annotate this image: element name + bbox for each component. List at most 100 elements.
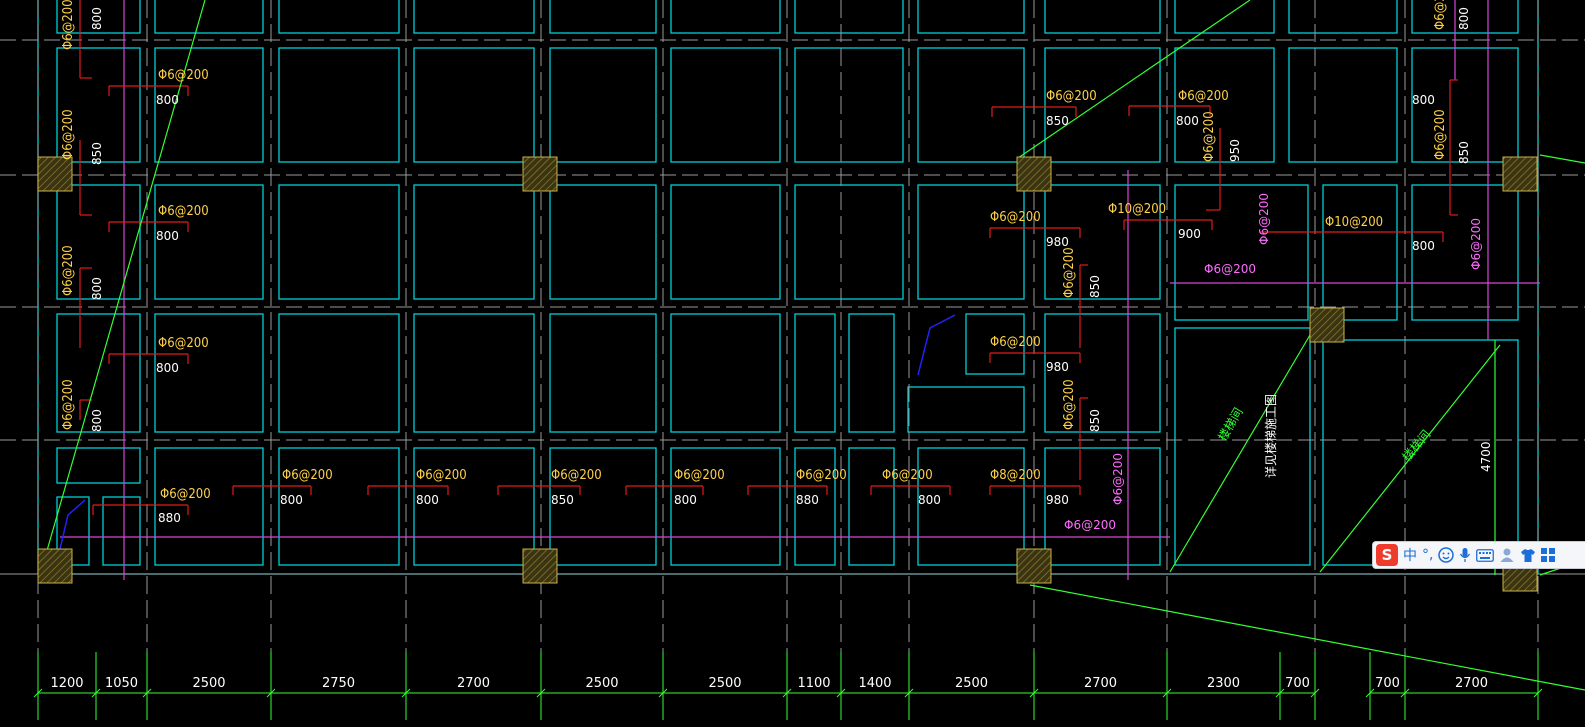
dimension-value: 2700 [1455, 676, 1488, 691]
rebar-label-magenta: Φ6@200 [1111, 453, 1125, 505]
room-outline [670, 184, 781, 300]
room-outline [848, 313, 895, 433]
room-outline [56, 447, 141, 484]
room-outline [56, 313, 141, 433]
room-outline [965, 313, 1025, 375]
language-toggle-button[interactable]: 中 [1403, 548, 1417, 564]
length-label: 800 [918, 493, 941, 507]
rebar-labels-yellow: Φ6@200 Φ6@200 Φ6@200 Φ6@200 Φ6@200 Φ6@20… [61, 0, 1448, 502]
rebar-labels-magenta: Φ6@200 Φ6@200 Φ6@200 Φ6@200 Φ6@200 [1064, 193, 1483, 532]
length-label: 800 [1412, 93, 1435, 107]
room-outline [56, 0, 141, 34]
dimension-value: 2300 [1207, 676, 1240, 691]
hatched-column [1309, 307, 1345, 343]
length-labels: 800 800 800 880 800 800 850 800 880 800 … [90, 7, 1493, 525]
room-outlines [37, 0, 1539, 575]
dimension-chain [33, 652, 1543, 720]
room-outline [794, 0, 904, 34]
room-outline [154, 0, 264, 34]
dimension-tick-mark [1400, 688, 1410, 698]
dimension-value: 2500 [585, 676, 618, 691]
length-label: 800 [90, 277, 104, 300]
length-label: 850 [90, 142, 104, 165]
length-label: 800 [1412, 239, 1435, 253]
length-label: 850 [1088, 275, 1102, 298]
rebar-label: Φ10@200 [1108, 202, 1166, 217]
room-outline [1174, 0, 1275, 34]
room-outline [278, 313, 400, 433]
length-label: 880 [796, 493, 819, 507]
dimension-tick-mark [1365, 688, 1375, 698]
rebar-label: Φ10@200 [1325, 215, 1383, 230]
dimension-tick-mark [658, 688, 668, 698]
length-label: 800 [156, 361, 179, 375]
length-label: 800 [156, 229, 179, 243]
dimension-value: 1100 [797, 676, 830, 691]
room-outline [1288, 0, 1398, 34]
hatched-columns [37, 156, 1538, 592]
smiley-icon[interactable] [1438, 544, 1455, 566]
room-outline [794, 47, 904, 163]
room-outline [1174, 47, 1275, 163]
room-outline [1044, 447, 1161, 566]
room-outline [278, 47, 400, 163]
room-outline [917, 447, 1025, 566]
room-outline [413, 47, 535, 163]
room-outline [154, 447, 264, 566]
room-outline [670, 447, 781, 566]
length-label: 980 [1046, 360, 1069, 374]
room-outline [102, 496, 141, 566]
room-outline [56, 184, 141, 300]
ime-toolbar[interactable]: S 中 °, [1372, 541, 1585, 569]
room-outline [56, 47, 141, 163]
keyboard-icon[interactable] [1476, 544, 1495, 566]
length-label: 980 [1046, 493, 1069, 507]
length-label: 800 [156, 93, 179, 107]
hatched-column [1502, 156, 1538, 192]
room-outline [413, 313, 535, 433]
user-icon[interactable] [1499, 544, 1515, 566]
room-outline [413, 447, 535, 566]
room-outline [1411, 184, 1519, 321]
dimension-tick-mark [836, 688, 846, 698]
dimension-value: 700 [1285, 676, 1310, 691]
length-label: 850 [551, 493, 574, 507]
dimension-value: 1400 [858, 676, 891, 691]
microphone-icon[interactable] [1459, 544, 1471, 566]
room-outline [670, 313, 781, 433]
rebar-label: Φ6@200 [674, 468, 725, 483]
room-outline [917, 47, 1025, 163]
room-outline [917, 0, 1025, 34]
green-diagonal-lines [39, 0, 1585, 691]
length-label: 900 [1178, 227, 1201, 241]
hatched-column [1016, 156, 1052, 192]
room-outline [1044, 47, 1161, 163]
room-outline [1322, 184, 1398, 321]
length-label: 950 [1228, 139, 1242, 162]
room-outline [848, 447, 895, 566]
room-outline [670, 0, 781, 34]
room-outline [413, 184, 535, 300]
room-outline [1174, 184, 1309, 321]
room-outline [56, 496, 90, 566]
rebar-label-vertical: Φ6@200 [61, 0, 76, 50]
rebar-label-vertical: Φ6@200 [61, 379, 76, 430]
sogou-logo-icon[interactable]: S [1376, 544, 1398, 566]
rebar-label: Φ6@200 [160, 487, 211, 502]
grid-icon[interactable] [1541, 544, 1556, 566]
dimension-tick-mark [536, 688, 546, 698]
room-outline [549, 0, 657, 34]
punctuation-toggle-button[interactable]: °, [1422, 547, 1434, 563]
dimension-tick-mark [1310, 688, 1320, 698]
dimension-value: 2500 [192, 676, 225, 691]
room-outline [154, 184, 264, 300]
length-label: 880 [158, 511, 181, 525]
room-outline [1411, 0, 1519, 34]
shirt-icon[interactable] [1520, 544, 1536, 566]
rebar-label: Φ6@200 [882, 468, 933, 483]
dimension-tick-mark [142, 688, 152, 698]
stair-label: 楼梯间 [1215, 405, 1246, 444]
